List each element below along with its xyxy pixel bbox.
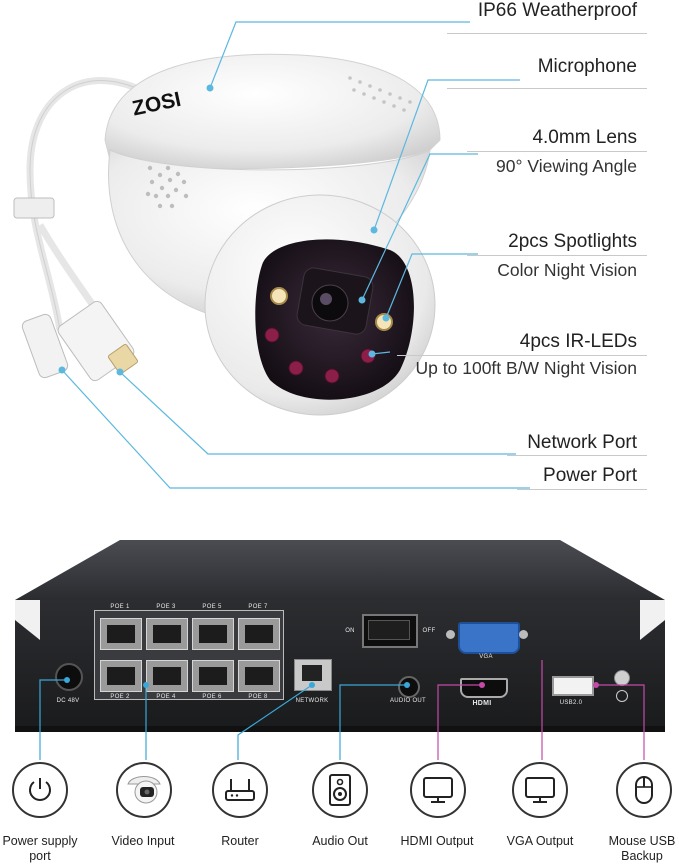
poe-port-label: POE 4 — [156, 694, 176, 700]
router-label: Router — [221, 834, 259, 848]
poe-port-opening — [245, 625, 273, 643]
callout-lens-subtitle: 90° Viewing Angle — [496, 156, 637, 176]
audio-out-item — [312, 762, 368, 818]
hdmi-output-item — [410, 762, 466, 818]
callout-irleds-title: 4pcs IR-LEDs — [519, 331, 637, 352]
camera-icon — [127, 776, 161, 804]
vga-output-item — [512, 762, 568, 818]
network-label: NETWORK — [295, 698, 329, 704]
poe-port-opening — [153, 667, 181, 685]
callout-irleds-divider — [397, 355, 647, 356]
vga-label: VGA — [479, 654, 493, 660]
poe-port[interactable] — [238, 660, 280, 692]
poe-port-label: POE 3 — [156, 604, 176, 610]
callout-microphone-divider — [447, 88, 647, 89]
poe-port-label: POE 7 — [248, 604, 268, 610]
callout-spotlights-subtitle: Color Night Vision — [497, 260, 637, 280]
power-supply-label-line2: port — [29, 849, 51, 863]
callout-power-port-title: Power Port — [543, 465, 637, 486]
poe-port-grid: POE 1 POE 3 POE 5 POE 7 POE 2 POE 4 POE 6 POE 8 — [98, 604, 282, 702]
vga-screw-left — [446, 630, 455, 639]
callout-network-port-title: Network Port — [527, 432, 637, 453]
power-supply-label-line1: Power supply — [2, 834, 78, 848]
vga-port[interactable] — [458, 622, 520, 654]
video-input-item — [116, 762, 172, 818]
hdmi-label: HDMI — [472, 700, 492, 707]
poe-port-opening — [245, 667, 273, 685]
poe-port-label: POE 2 — [110, 694, 130, 700]
poe-port-opening — [107, 667, 135, 685]
poe-port-opening — [199, 625, 227, 643]
vga-screw-right — [519, 630, 528, 639]
poe-port-label: POE 6 — [202, 694, 222, 700]
callout-ip66-title: IP66 Weatherproof — [477, 0, 637, 21]
poe-port[interactable] — [238, 618, 280, 650]
speaker-icon — [329, 774, 351, 806]
vga-output-label: VGA Output — [506, 834, 574, 848]
poe-port[interactable] — [192, 660, 234, 692]
dc-power-jack[interactable] — [55, 663, 83, 691]
callout-ip66-divider — [447, 33, 647, 34]
poe-port-opening — [107, 625, 135, 643]
power-switch-rocker — [368, 620, 410, 640]
callout-network-port-divider — [507, 455, 647, 456]
network-port-opening — [302, 665, 322, 681]
mouse-usb-label-line2: Backup — [621, 849, 663, 863]
hdmi-output-label: HDMI Output — [400, 834, 474, 848]
poe-port-label: POE 1 — [110, 604, 130, 610]
power-supply-port-item — [12, 762, 68, 818]
callout-lines — [58, 21, 530, 489]
poe-port[interactable] — [192, 618, 234, 650]
mouse-usb-item — [616, 762, 672, 818]
camera-section: ZOSI IP66 Weatherproof Microphone 4.0mm … — [13, 0, 647, 490]
poe-port[interactable] — [100, 618, 142, 650]
monitor-icon — [525, 777, 555, 803]
mouse-usb-label-line1: Mouse USB — [608, 834, 676, 848]
poe-port[interactable] — [146, 618, 188, 650]
dc-power-label: DC 48V — [56, 698, 80, 704]
mouse-icon — [635, 776, 653, 804]
switch-on-label: ON — [345, 628, 355, 634]
poe-port[interactable] — [146, 660, 188, 692]
callout-spotlights-divider — [467, 255, 647, 256]
poe-port-opening — [153, 625, 181, 643]
audio-out-label: Audio Out — [312, 834, 368, 848]
switch-off-label: OFF — [422, 628, 436, 634]
dome-camera-illustration: ZOSI — [13, 53, 441, 416]
callout-irleds-subtitle: Up to 100ft B/W Night Vision — [415, 358, 637, 378]
audio-out-label: AUDIO OUT — [389, 698, 427, 704]
ground-symbol-icon — [616, 690, 628, 702]
nvr-section: POE 1 POE 3 POE 5 POE 7 POE 2 POE 4 POE 6 POE 8… — [0, 530, 679, 770]
poe-port-opening — [199, 667, 227, 685]
video-input-label: Video Input — [111, 834, 175, 848]
power-icon — [29, 778, 51, 801]
callout-lens-title: 4.0mm Lens — [532, 127, 637, 148]
callout-lens-divider — [467, 151, 647, 152]
router-icon — [225, 779, 255, 801]
poe-port[interactable] — [100, 660, 142, 692]
port-icon-row: Power supply port Video Input Router Aud… — [0, 762, 679, 864]
callout-spotlights-title: 2pcs Spotlights — [508, 231, 637, 252]
router-item — [212, 762, 268, 818]
hdmi-port[interactable] — [460, 678, 508, 698]
usb-port[interactable] — [552, 676, 594, 696]
callout-microphone-title: Microphone — [537, 56, 637, 77]
callout-power-port-divider — [517, 489, 647, 490]
usb-label: USB2.0 — [559, 700, 583, 706]
monitor-icon — [423, 777, 453, 803]
port-connector-lines — [39, 660, 645, 760]
poe-port-label: POE 8 — [248, 694, 268, 700]
poe-port-label: POE 5 — [202, 604, 222, 610]
